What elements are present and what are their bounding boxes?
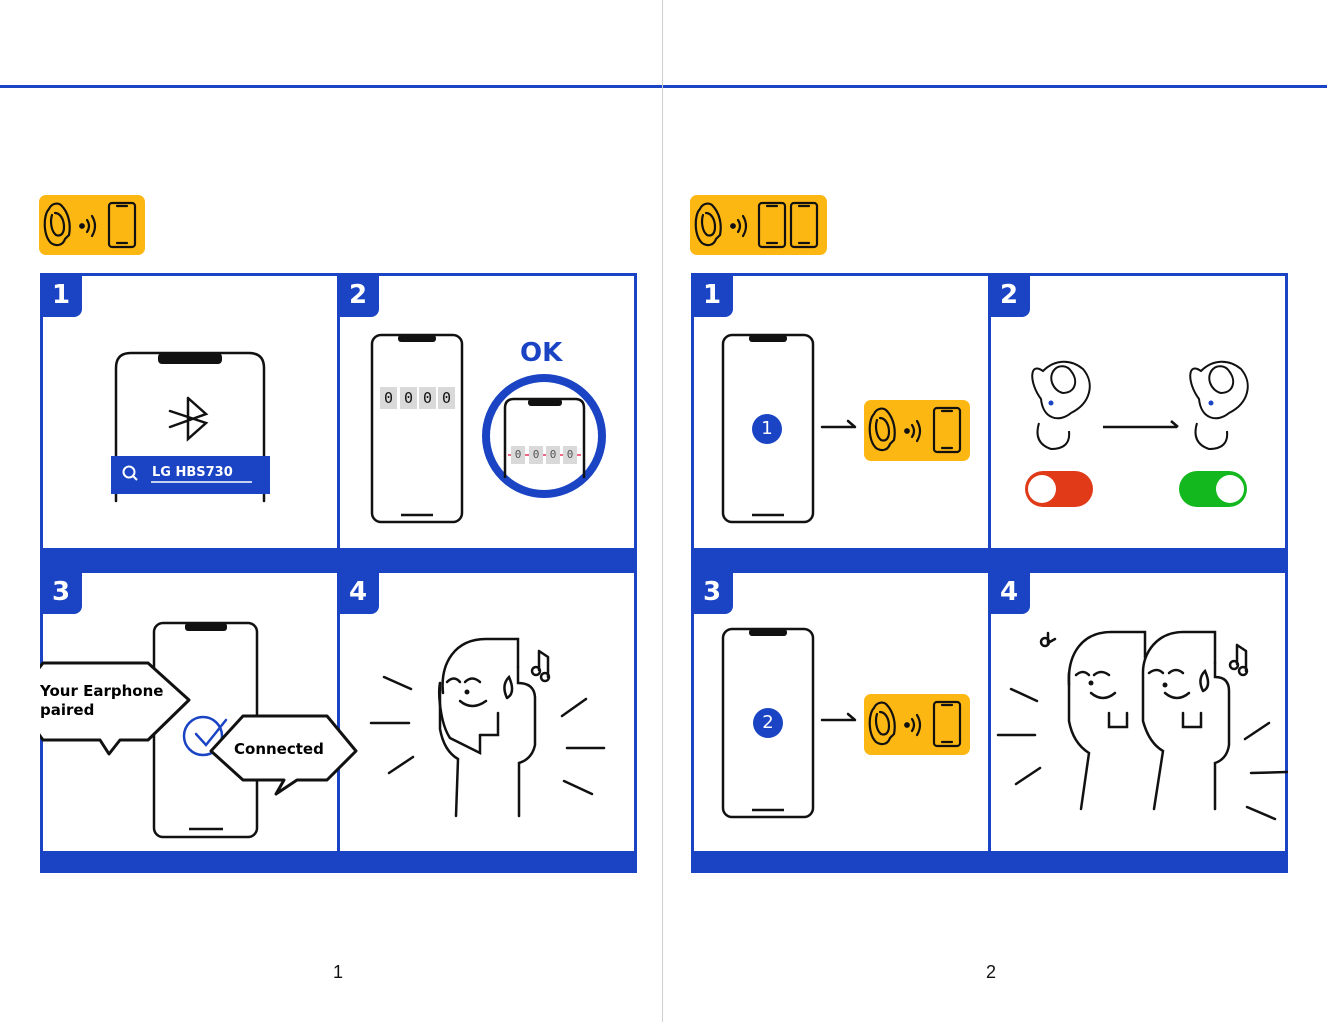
header-rule-right (663, 85, 1327, 88)
page-number: 2 (985, 962, 996, 982)
earphone-to-phone-icon (39, 195, 145, 255)
code-digit-zoom: 0 (529, 446, 543, 464)
page-divider (662, 0, 663, 1022)
connected-bubble-text: Connected (234, 740, 324, 758)
device-marker-2: 2 (762, 712, 774, 733)
step-1-number: 1 (691, 273, 733, 317)
step-3-number: 3 (40, 570, 82, 614)
paired-bubble-text: Your Earphone paired (40, 682, 164, 719)
search-query-label: LG HBS730 (152, 465, 233, 480)
ok-label: OK (520, 338, 563, 368)
page1-steps-grid: 1 2 3 4 LG HBS730 0 0 0 0 0 0 0 0 OK You… (40, 273, 637, 873)
code-digit: 0 (438, 387, 455, 409)
code-digit-zoom: 0 (563, 446, 577, 464)
code-digit: 0 (380, 387, 397, 409)
step-2-number: 2 (988, 273, 1030, 317)
device-marker-1: 1 (761, 418, 773, 439)
page2-steps-grid: 1 2 3 4 1 2 (691, 273, 1288, 873)
header-rule-left (0, 85, 662, 88)
code-digit: 0 (400, 387, 417, 409)
step-3-number: 3 (691, 570, 733, 614)
step-1-number: 1 (40, 273, 82, 317)
earphone-to-two-phones-icon (690, 195, 827, 255)
code-digit-zoom: 0 (546, 446, 560, 464)
step-4-number: 4 (988, 570, 1030, 614)
page-number: 1 (332, 962, 343, 982)
code-digit: 0 (419, 387, 436, 409)
code-digit-zoom: 0 (511, 446, 525, 464)
step-2-number: 2 (337, 273, 379, 317)
step-4-number: 4 (337, 570, 379, 614)
